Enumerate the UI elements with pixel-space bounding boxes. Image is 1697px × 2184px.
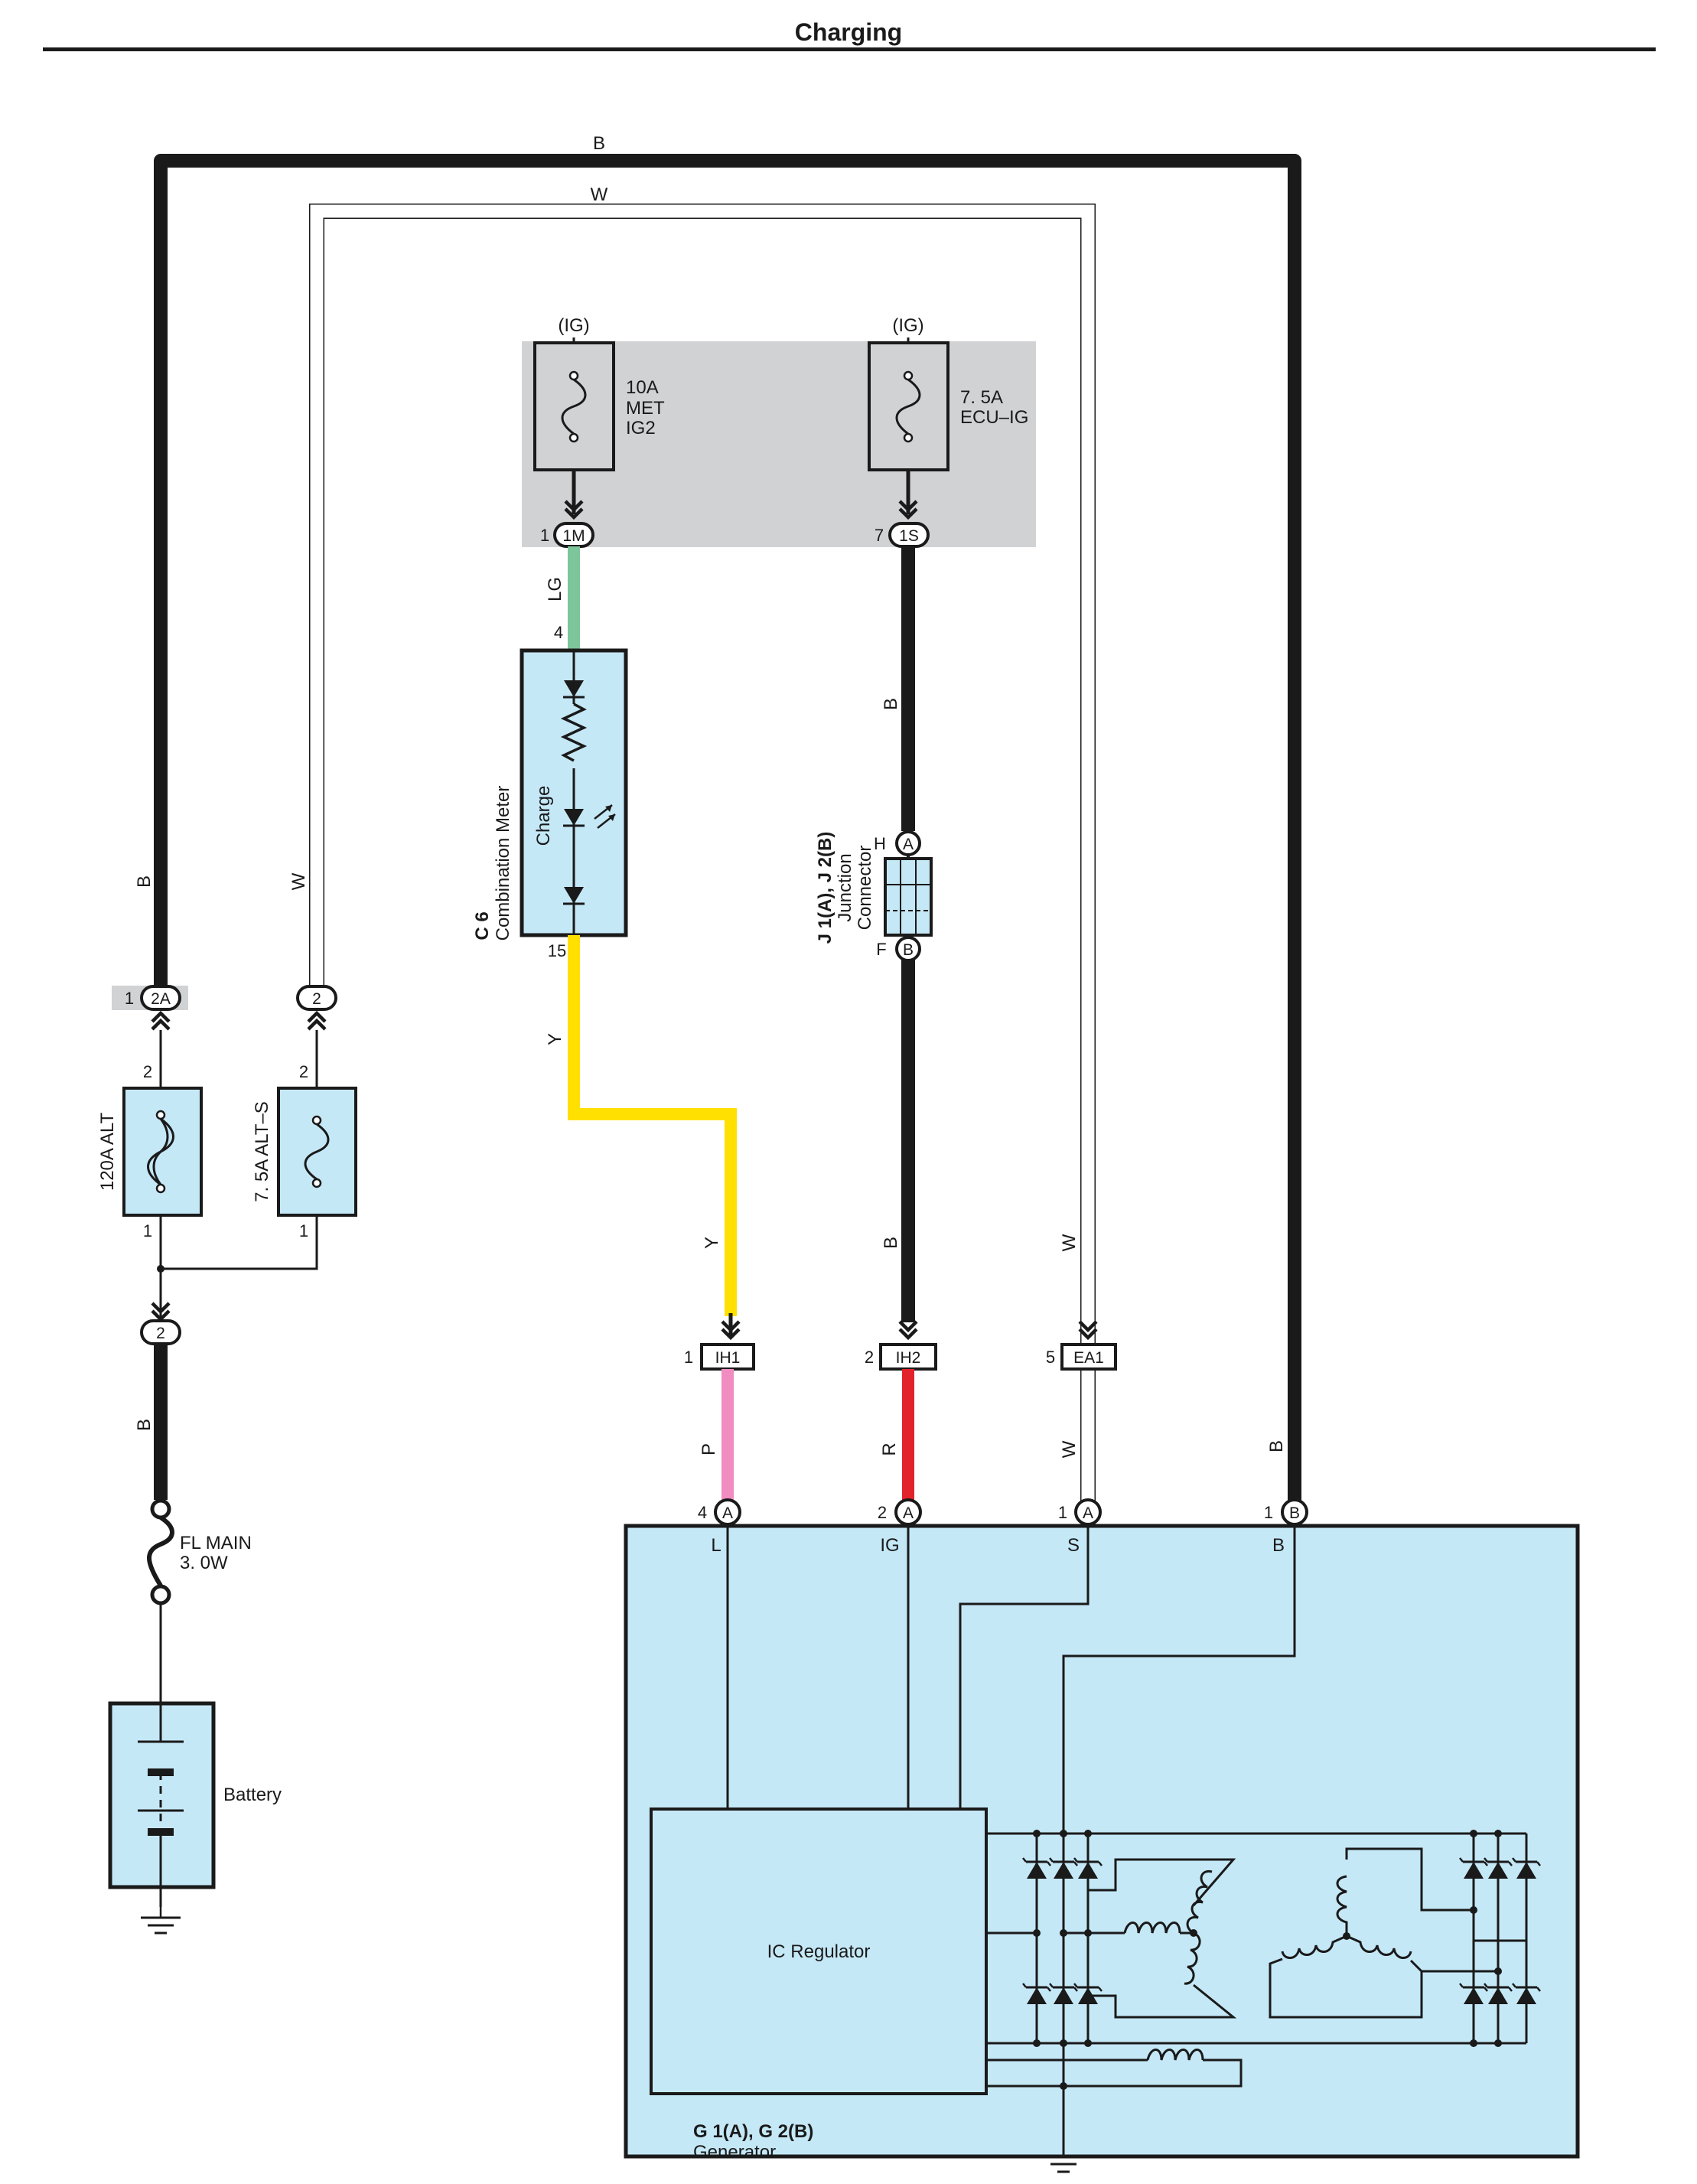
combination-meter: 4 Charge C 6 Combination Meter 15 bbox=[472, 623, 628, 960]
ground-icon bbox=[139, 1905, 182, 1935]
connector-ea1-code: EA1 bbox=[1073, 1349, 1104, 1367]
title-rule bbox=[43, 47, 1656, 51]
fuse-alt-pin-top: 2 bbox=[143, 1062, 152, 1081]
wire-b-main-loop bbox=[154, 154, 1301, 1512]
generator-name: Generator bbox=[693, 2142, 776, 2163]
meter-code: C 6 bbox=[472, 911, 493, 940]
fuse-ecu-rating: 7. 5A bbox=[960, 387, 1003, 408]
connector-2-alts-code: 2 bbox=[312, 990, 321, 1008]
fuse-alt-label: 120A ALT bbox=[97, 1113, 118, 1191]
connector-ih2: IH2 2 bbox=[865, 1343, 937, 1371]
connector-ih1-code: IH1 bbox=[715, 1349, 741, 1367]
fl-main-name: FL MAIN bbox=[180, 1533, 252, 1553]
fuse-alts-pin-top: 2 bbox=[299, 1062, 308, 1081]
battery: Battery bbox=[108, 1701, 282, 1889]
wire-label-r: R bbox=[879, 1442, 900, 1455]
fuse-alt-pin-bottom: 1 bbox=[143, 1221, 152, 1240]
junction-conn-bottom: B bbox=[903, 941, 914, 959]
gen-term-ig-pin: 2 bbox=[878, 1503, 887, 1522]
junction-conn-top: A bbox=[903, 836, 914, 853]
fuse-alts-label: 7. 5A ALT–S bbox=[252, 1101, 272, 1202]
fuse-met-rating: 10A bbox=[626, 377, 659, 398]
connector-ea1: EA1 5 bbox=[1046, 1343, 1117, 1371]
wire-label-w-right-upper: W bbox=[1059, 1234, 1080, 1251]
connector-ih2-pin: 2 bbox=[865, 1348, 874, 1367]
gen-term-l-conn: A bbox=[722, 1504, 733, 1522]
junction-connector: A H B F J 1(A), J 2(B) Junction Connecto… bbox=[815, 830, 933, 962]
fusible-link-fl-main: FL MAIN 3. 0W bbox=[147, 1498, 252, 1605]
fuse-met-ig2: (IG) 10A MET IG2 bbox=[533, 315, 665, 471]
wire-label-w-left: W bbox=[288, 872, 309, 890]
connector-ih1-pin: 1 bbox=[684, 1348, 693, 1367]
fuse-met-name: MET bbox=[626, 398, 665, 419]
fuse-ecu-name: ECU–IG bbox=[960, 407, 1028, 428]
fuse-120a-alt: 2 120A ALT 1 bbox=[97, 1062, 203, 1240]
meter-pin-in: 4 bbox=[554, 623, 563, 642]
instrument-panel-junction-block bbox=[522, 341, 1036, 547]
connector-2-alts bbox=[296, 985, 337, 1011]
generator-code: G 1(A), G 2(B) bbox=[693, 2121, 813, 2142]
gen-term-l-pin: 4 bbox=[698, 1503, 707, 1522]
fuse-met-supply: (IG) bbox=[558, 315, 589, 336]
connector-arrow-ih2 bbox=[900, 1322, 917, 1338]
gen-term-b-pin: 1 bbox=[1264, 1503, 1273, 1522]
gen-term-s-name: S bbox=[1067, 1535, 1080, 1556]
junction-code: J 1(A), J 2(B) bbox=[815, 832, 835, 944]
connector-arrow-2-alts bbox=[308, 1013, 325, 1029]
wire-label-w-right-lower: W bbox=[1059, 1440, 1080, 1458]
fl-main-rating: 3. 0W bbox=[180, 1553, 228, 1573]
page-title: Charging bbox=[795, 18, 902, 46]
fuse-7-5a-alt-s: 2 7. 5A ALT–S 1 bbox=[252, 1062, 357, 1240]
wire-label-lg: LG bbox=[545, 577, 565, 601]
fuse-ecu-supply: (IG) bbox=[892, 315, 923, 336]
gen-term-b-conn: B bbox=[1289, 1504, 1300, 1522]
wire-label-y-upper: Y bbox=[545, 1033, 565, 1045]
connector-arrow-2a bbox=[152, 1013, 169, 1029]
junction-name1: Junction bbox=[835, 853, 855, 921]
fuse-met-name2: IG2 bbox=[626, 418, 656, 438]
wire-y bbox=[568, 935, 737, 1316]
fuse-alts-pin-bottom: 1 bbox=[299, 1221, 308, 1240]
ic-regulator-label: IC Regulator bbox=[767, 1941, 871, 1962]
junction-pin-bottom: F bbox=[876, 940, 886, 959]
wire-w-sense-loop-fill bbox=[310, 204, 1095, 1512]
connector-1m-code: 1M bbox=[562, 527, 585, 545]
junction-pin-top: H bbox=[874, 834, 886, 853]
meter-charge-label: Charge bbox=[533, 786, 554, 846]
wire-label-b-mid-lower: B bbox=[881, 1237, 901, 1249]
wire-label-p: P bbox=[699, 1443, 719, 1455]
connector-2a-pin: 1 bbox=[125, 989, 134, 1008]
battery-label: Battery bbox=[223, 1785, 282, 1805]
wire-label-b-top: B bbox=[593, 133, 605, 154]
wire-label-b-mid-upper: B bbox=[881, 698, 901, 710]
connector-1m-pin: 1 bbox=[540, 526, 549, 545]
wire-label-w-top: W bbox=[591, 184, 608, 205]
gen-term-s-pin: 1 bbox=[1058, 1503, 1067, 1522]
wire-label-y-lower: Y bbox=[702, 1237, 722, 1249]
connector-2a-code: 2A bbox=[151, 990, 171, 1008]
gen-term-s-conn: A bbox=[1083, 1504, 1093, 1522]
connector-1s-pin: 7 bbox=[875, 526, 884, 545]
connector-1s-code: 1S bbox=[899, 527, 919, 545]
gen-term-l-name: L bbox=[711, 1535, 721, 1556]
gen-term-ig-conn: A bbox=[903, 1504, 914, 1522]
connector-ih1: IH1 1 bbox=[684, 1343, 755, 1371]
wire-fuse-bus bbox=[159, 1215, 318, 1270]
wire-label-b-bat: B bbox=[134, 1419, 155, 1431]
wire-label-b-right: B bbox=[1266, 1440, 1287, 1452]
meter-name: Combination Meter bbox=[493, 786, 513, 941]
gen-term-ig-name: IG bbox=[880, 1535, 899, 1556]
wire-label-b-left: B bbox=[134, 875, 155, 888]
connector-ih2-code: IH2 bbox=[896, 1349, 921, 1367]
connector-2a bbox=[140, 985, 181, 1011]
connector-ea1-pin: 5 bbox=[1046, 1348, 1055, 1367]
gen-term-b-name: B bbox=[1272, 1535, 1285, 1556]
generator: A 4 L A 2 IG A 1 S B 1 B IC Regulator bbox=[624, 1498, 1580, 2163]
junction-name2: Connector bbox=[855, 846, 875, 931]
meter-pin-out: 15 bbox=[548, 941, 566, 960]
connector-2-alt-out-code: 2 bbox=[156, 1325, 165, 1342]
